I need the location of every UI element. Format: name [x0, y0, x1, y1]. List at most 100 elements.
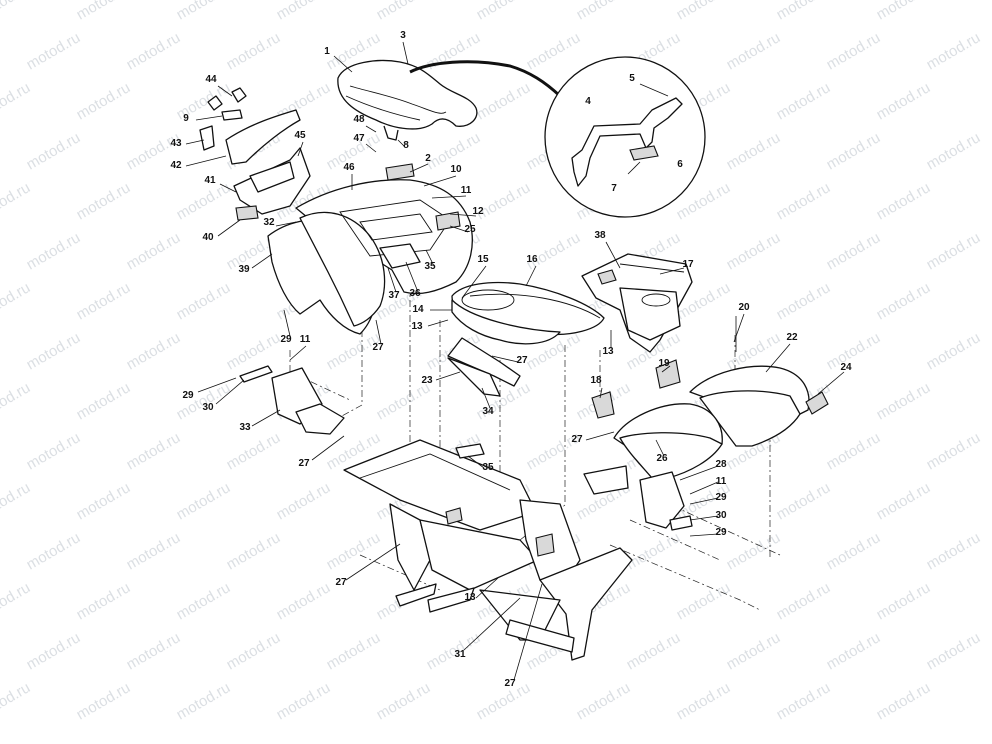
watermark-text: motod.ru — [574, 0, 634, 23]
watermark-text: motod.ru — [574, 679, 634, 723]
watermark-text: motod.ru — [774, 279, 834, 323]
callout-number: 11 — [300, 334, 311, 345]
callout-number: 41 — [204, 175, 216, 186]
callout-number: 27 — [571, 434, 583, 445]
seat — [337, 59, 478, 141]
callout-number: 38 — [594, 230, 606, 241]
callout-number: 22 — [786, 332, 798, 343]
callout-number: 34 — [482, 406, 494, 417]
callout-number: 46 — [343, 162, 355, 173]
watermark-text: motod.ru — [24, 29, 84, 73]
callout-number: 8 — [403, 140, 409, 151]
watermark-text: motod.ru — [174, 0, 234, 23]
watermark-text: motod.ru — [174, 279, 234, 323]
callout-number: 27 — [298, 458, 310, 469]
callout-number: 27 — [504, 678, 516, 689]
watermark-text: motod.ru — [74, 179, 134, 223]
watermark-text: motod.ru — [274, 679, 334, 723]
detail-inset — [544, 56, 706, 218]
watermark-text: motod.ru — [624, 529, 684, 573]
callout-number: 35 — [482, 462, 494, 473]
watermark-text: motod.ru — [924, 29, 984, 73]
callout-number: 20 — [738, 302, 750, 313]
watermark-text: motod.ru — [874, 379, 934, 423]
watermark-text: motod.ru — [474, 0, 534, 23]
callout-number: 42 — [170, 160, 182, 171]
front-tank-cover — [451, 281, 605, 345]
watermark-text: motod.ru — [824, 29, 884, 73]
watermark-text: motod.ru — [924, 329, 984, 373]
watermark-text: motod.ru — [724, 229, 784, 273]
watermark-text: motod.ru — [924, 429, 984, 473]
front-fenders — [583, 359, 829, 531]
latch-cable — [409, 60, 562, 98]
watermark-text: motod.ru — [824, 129, 884, 173]
watermark-text: motod.ru — [74, 79, 134, 123]
watermark-text: motod.ru — [0, 179, 33, 223]
watermark-text: motod.ru — [274, 579, 334, 623]
callout-number: 30 — [202, 402, 214, 413]
watermark-text: motod.ru — [824, 529, 884, 573]
watermark-text: motod.ru — [874, 679, 934, 723]
callout-number: 26 — [656, 453, 668, 464]
watermark-text: motod.ru — [924, 629, 984, 673]
callout-number: 29 — [715, 492, 727, 503]
watermark-text: motod.ru — [124, 329, 184, 373]
watermark-text: motod.ru — [774, 179, 834, 223]
watermark-text: motod.ru — [74, 679, 134, 723]
watermark-text: motod.ru — [24, 529, 84, 573]
watermark-text: motod.ru — [24, 229, 84, 273]
watermark-text: motod.ru — [724, 529, 784, 573]
watermark-text: motod.ru — [674, 0, 734, 23]
callout-number: 9 — [183, 113, 189, 124]
callout-number: 28 — [715, 459, 727, 470]
callout-number: 29 — [280, 334, 292, 345]
watermark-text: motod.ru — [74, 0, 134, 23]
callout-number: 47 — [353, 133, 365, 144]
callout-number: 13 — [602, 346, 614, 357]
watermark-text: motod.ru — [174, 679, 234, 723]
callout-number: 11 — [716, 476, 727, 487]
watermark-text: motod.ru — [674, 579, 734, 623]
watermark-text: motod.ru — [624, 629, 684, 673]
callout-number: 1 — [324, 46, 330, 57]
watermark-text: motod.ru — [924, 129, 984, 173]
watermark-text: motod.ru — [774, 0, 834, 23]
callout-number: 40 — [202, 232, 214, 243]
watermark-text: motod.ru — [224, 329, 284, 373]
watermark-text: motod.ru — [24, 129, 84, 173]
callout-number: 13 — [464, 592, 476, 603]
callout-number: 13 — [411, 321, 423, 332]
watermark-text: motod.ru — [124, 429, 184, 473]
callout-number: 39 — [238, 264, 250, 275]
frame — [343, 439, 633, 661]
callout-number: 30 — [715, 510, 727, 521]
callout-number: 7 — [611, 183, 617, 194]
watermark-text: motod.ru — [124, 529, 184, 573]
watermark-text: motod.ru — [0, 579, 33, 623]
watermark-text: motod.ru — [374, 0, 434, 23]
callout-number: 10 — [450, 164, 462, 175]
rear-bracket-parts — [199, 87, 311, 221]
watermark-text: motod.ru — [174, 579, 234, 623]
watermark-text: motod.ru — [724, 129, 784, 173]
watermark-text: motod.ru — [274, 479, 334, 523]
watermark-text: motod.ru — [74, 279, 134, 323]
watermark-text: motod.ru — [74, 479, 134, 523]
watermark-text: motod.ru — [874, 0, 934, 23]
callout-number: 19 — [658, 358, 670, 369]
watermark-text: motod.ru — [74, 379, 134, 423]
watermark-text: motod.ru — [424, 29, 484, 73]
callout-number: 16 — [526, 254, 538, 265]
watermark-text: motod.ru — [274, 0, 334, 23]
callout-number: 32 — [263, 217, 275, 228]
callout-number: 29 — [182, 390, 194, 401]
watermark-text: motod.ru — [24, 629, 84, 673]
watermark-text: motod.ru — [874, 579, 934, 623]
watermark-text: motod.ru — [874, 279, 934, 323]
watermark-text: motod.ru — [324, 629, 384, 673]
watermark-text: motod.ru — [924, 529, 984, 573]
watermark-text: motod.ru — [824, 329, 884, 373]
watermark-text: motod.ru — [874, 179, 934, 223]
